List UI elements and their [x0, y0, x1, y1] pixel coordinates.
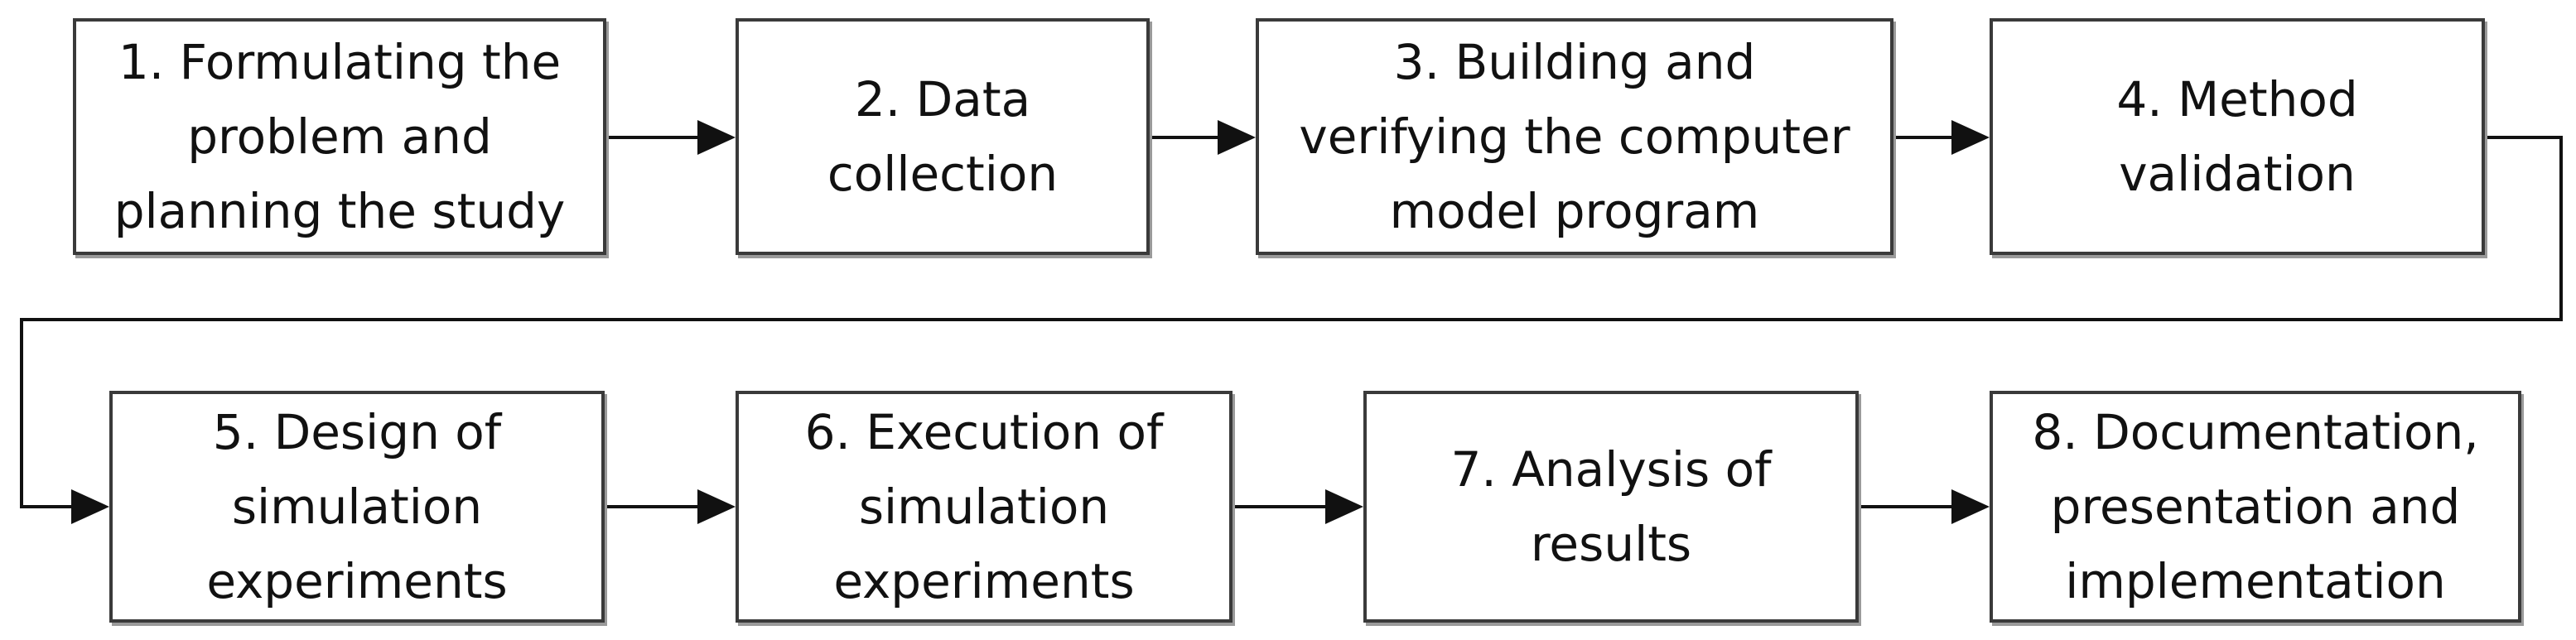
- step-3-box: 3. Building and verifying the computer m…: [1256, 18, 1893, 255]
- step-6-box: 6. Execution of simulation experiments: [736, 391, 1233, 623]
- step-7-label: 7. Analysis of results: [1450, 441, 1772, 572]
- step-3-label: 3. Building and verifying the computer m…: [1299, 34, 1850, 239]
- arrowhead-2-to-3: [1218, 120, 1256, 155]
- arrowhead-4-to-5: [71, 489, 109, 524]
- arrowhead-3-to-4: [1951, 120, 1990, 155]
- arrowhead-5-to-6: [697, 489, 736, 524]
- step-8-box: 8. Documentation, presentation and imple…: [1990, 391, 2521, 623]
- arrowhead-7-to-8: [1951, 489, 1990, 524]
- step-6-label: 6. Execution of simulation experiments: [804, 404, 1164, 609]
- step-1-box: 1. Formulating the problem and planning …: [73, 18, 606, 255]
- arrowhead-1-to-2: [697, 120, 736, 155]
- arrow-4-to-5: [20, 136, 2563, 508]
- step-2-label: 2. Data collection: [827, 71, 1059, 202]
- arrowhead-6-to-7: [1325, 489, 1363, 524]
- step-5-box: 5. Design of simulation experiments: [109, 391, 605, 623]
- step-4-label: 4. Method validation: [2116, 71, 2358, 202]
- step-4-box: 4. Method validation: [1990, 18, 2485, 255]
- step-8-label: 8. Documentation, presentation and imple…: [2032, 404, 2479, 609]
- step-1-label: 1. Formulating the problem and planning …: [113, 34, 566, 239]
- step-7-box: 7. Analysis of results: [1363, 391, 1859, 623]
- step-5-label: 5. Design of simulation experiments: [206, 404, 508, 609]
- step-2-box: 2. Data collection: [736, 18, 1150, 255]
